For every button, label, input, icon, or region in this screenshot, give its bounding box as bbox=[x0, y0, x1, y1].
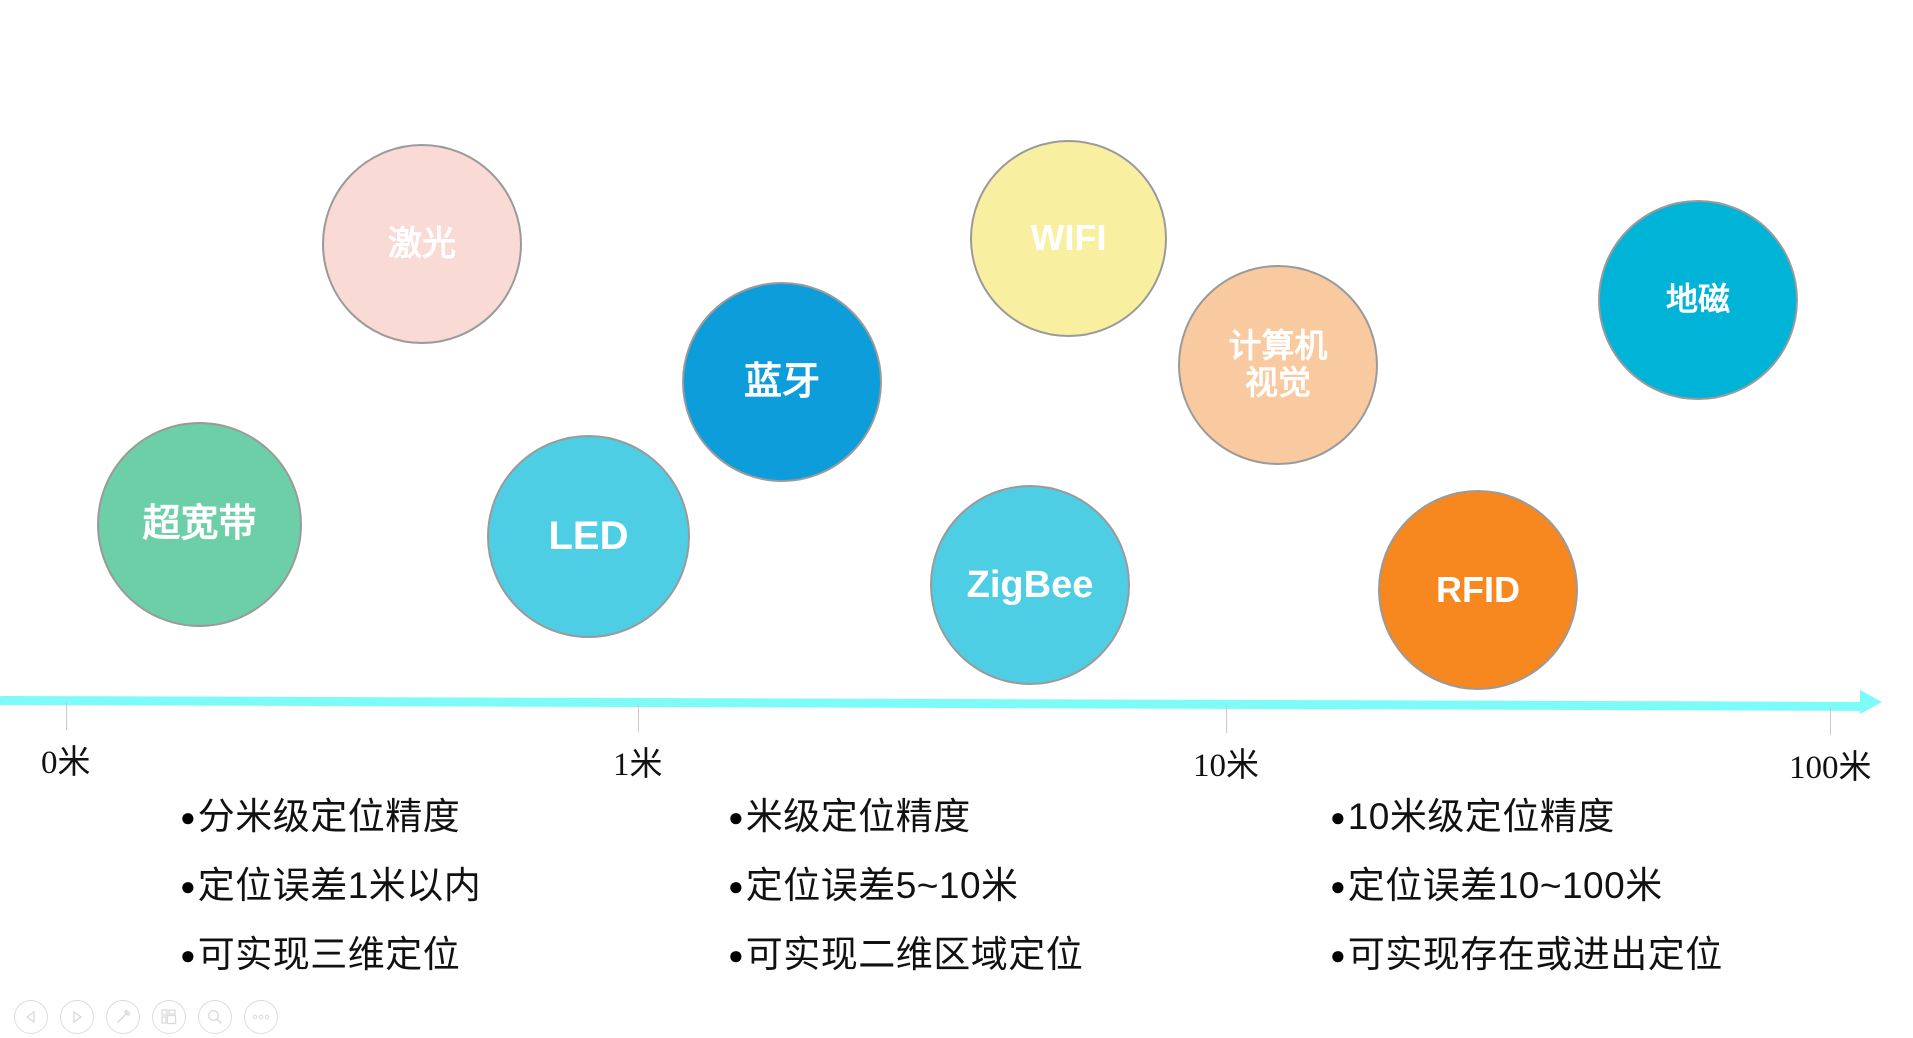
bullet-item: ●定位误差5~10米 bbox=[728, 864, 1083, 908]
bullet-text: 米级定位精度 bbox=[745, 796, 971, 837]
bubble-1[interactable]: 超宽带 bbox=[97, 422, 302, 627]
slide-grid-button[interactable] bbox=[152, 1000, 186, 1034]
axis-tick-mark bbox=[638, 704, 639, 732]
ellipsis-icon bbox=[251, 1013, 271, 1021]
triangle-left-icon bbox=[23, 1009, 39, 1025]
bullet-text: 可实现二维区域定位 bbox=[745, 934, 1084, 975]
bullet-text: 可实现存在或进出定位 bbox=[1347, 934, 1723, 975]
bubble-label: 超宽带 bbox=[142, 503, 257, 546]
axis-tick-mark bbox=[66, 702, 67, 730]
bullet-text: 定位误差10~100米 bbox=[1347, 865, 1663, 906]
bubble-label: 计算机视觉 bbox=[1228, 327, 1328, 401]
bubble-label: 地磁 bbox=[1665, 281, 1730, 318]
bullet-marker-icon: ● bbox=[728, 871, 744, 901]
bullet-item: ●10米级定位精度 bbox=[1330, 795, 1723, 839]
bullet-item: ●可实现三维定位 bbox=[180, 933, 481, 977]
bullet-marker-icon: ● bbox=[1330, 802, 1346, 832]
bubble-label: ZigBee bbox=[966, 563, 1094, 606]
magnifier-icon bbox=[206, 1008, 224, 1026]
axis-tick-label: 1米 bbox=[613, 747, 663, 783]
bullet-column-3: ●10米级定位精度●定位误差10~100米●可实现存在或进出定位 bbox=[1330, 795, 1723, 1002]
bubble-4[interactable]: 蓝牙 bbox=[682, 282, 882, 482]
bubble-label: WIFI bbox=[1030, 217, 1107, 259]
bullet-item: ●可实现二维区域定位 bbox=[728, 933, 1083, 977]
bubble-label: LED bbox=[548, 514, 629, 559]
pen-button[interactable] bbox=[106, 1000, 140, 1034]
axis-line bbox=[0, 696, 1863, 711]
axis-tick-label: 0米 bbox=[41, 745, 91, 781]
bubble-3[interactable]: LED bbox=[487, 435, 690, 638]
bullet-column-1: ●分米级定位精度●定位误差1米以内●可实现三维定位 bbox=[180, 795, 481, 1002]
bullet-marker-icon: ● bbox=[728, 940, 744, 970]
more-options-button[interactable] bbox=[244, 1000, 278, 1034]
bubble-label: RFID bbox=[1436, 568, 1520, 610]
bubble-label: 蓝牙 bbox=[743, 360, 820, 403]
bullet-marker-icon: ● bbox=[1330, 871, 1346, 901]
pen-icon bbox=[114, 1008, 132, 1026]
bullet-item: ●可实现存在或进出定位 bbox=[1330, 933, 1723, 977]
bubble-6[interactable]: WIFI bbox=[970, 140, 1167, 337]
bullet-item: ●定位误差1米以内 bbox=[180, 864, 481, 908]
presentation-toolbar[interactable] bbox=[14, 1000, 278, 1034]
bullet-text: 10米级定位精度 bbox=[1347, 796, 1615, 837]
bullet-item: ●定位误差10~100米 bbox=[1330, 864, 1723, 908]
axis-tick-label: 100米 bbox=[1789, 750, 1872, 786]
zoom-button[interactable] bbox=[198, 1000, 232, 1034]
bullet-text: 可实现三维定位 bbox=[197, 934, 461, 975]
slides-grid-icon bbox=[160, 1008, 178, 1026]
axis-arrowhead bbox=[1860, 690, 1882, 714]
bullet-text: 分米级定位精度 bbox=[197, 796, 461, 837]
bubble-8[interactable]: RFID bbox=[1378, 490, 1578, 690]
next-slide-button[interactable] bbox=[60, 1000, 94, 1034]
bullet-text: 定位误差5~10米 bbox=[745, 865, 1019, 906]
axis-tick-mark bbox=[1226, 705, 1227, 733]
bullet-item: ●分米级定位精度 bbox=[180, 795, 481, 839]
axis-tick-mark bbox=[1830, 707, 1831, 735]
bullet-marker-icon: ● bbox=[180, 871, 196, 901]
bubble-label: 激光 bbox=[388, 224, 456, 263]
bubble-9[interactable]: 地磁 bbox=[1598, 200, 1798, 400]
previous-slide-button[interactable] bbox=[14, 1000, 48, 1034]
triangle-right-icon bbox=[69, 1009, 85, 1025]
bubble-2[interactable]: 激光 bbox=[322, 144, 522, 344]
bullet-marker-icon: ● bbox=[180, 940, 196, 970]
axis-tick-label: 10米 bbox=[1193, 748, 1259, 784]
bullet-column-2: ●米级定位精度●定位误差5~10米●可实现二维区域定位 bbox=[728, 795, 1083, 1002]
bullet-marker-icon: ● bbox=[728, 802, 744, 832]
bullet-text: 定位误差1米以内 bbox=[197, 865, 482, 906]
bullet-marker-icon: ● bbox=[1330, 940, 1346, 970]
bubble-5[interactable]: ZigBee bbox=[930, 485, 1130, 685]
bubble-7[interactable]: 计算机视觉 bbox=[1178, 265, 1378, 465]
bullet-marker-icon: ● bbox=[180, 802, 196, 832]
bullet-item: ●米级定位精度 bbox=[728, 795, 1083, 839]
